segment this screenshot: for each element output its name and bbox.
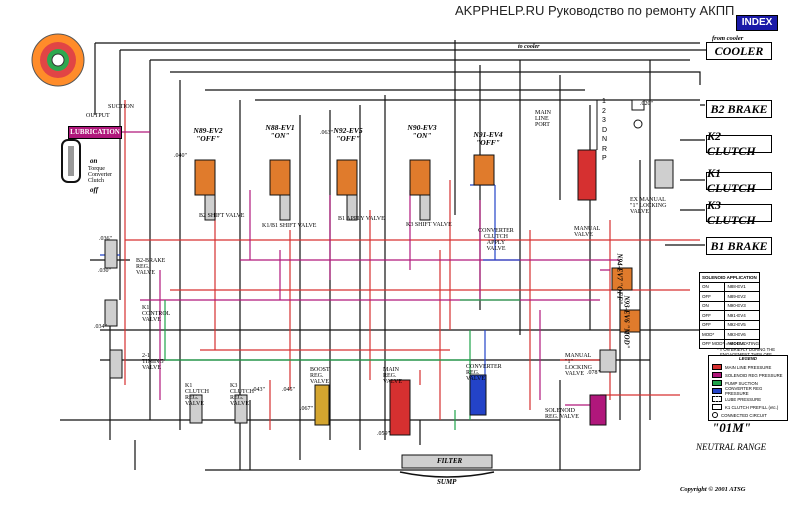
legend-swatch: [712, 396, 722, 402]
k3-shift-valve-label: K3 SHIFT VALVE: [406, 222, 452, 228]
legend-swatch: [712, 372, 722, 378]
legend-swatch: [712, 404, 722, 410]
legend-item: K1 CLUTCH PREFILL (etc.): [709, 403, 787, 411]
orifice-label: .030": [98, 268, 111, 274]
legend-item: LUBE PRESSURE: [709, 395, 787, 403]
b1-apply-valve-label: B1 APPLY VALVE: [338, 216, 385, 222]
tcc-label: Torque Converter Clutch: [88, 166, 112, 184]
solenoid-n92-title: N92-EV5"OFF": [333, 126, 363, 143]
manual-valve-label: MANUAL VALVE: [574, 226, 601, 238]
index-button[interactable]: INDEX: [736, 15, 778, 31]
orifice-label: .067": [300, 406, 313, 412]
orifice-label: .020": [640, 101, 653, 107]
main-line-port-label: MAIN LINE PORT: [535, 110, 551, 128]
main-reg-valve-label: MAIN REG. VALVE: [383, 367, 403, 385]
legend-item: SOLENOID REG PRESSURE: [709, 371, 787, 379]
tcc-off-label: off: [90, 186, 99, 194]
tcc-on-label: on: [90, 157, 98, 165]
legend-swatch: [712, 412, 718, 418]
solenoid-n88-title: N88-EV1"ON": [265, 123, 295, 140]
solenoid-n91-title: N91-EV4"OFF": [473, 130, 503, 147]
orifice-label: .034": [94, 324, 107, 330]
ex-manual-locking-label: EX MANUAL "1" LOCKING VALVE: [630, 197, 667, 215]
table-note-2: * = ON BRIEFLY DURING THE ENGAGEMENT THE…: [716, 347, 776, 357]
solenoid-n89-title: N89-EV2"OFF": [193, 126, 223, 143]
valve-spool-icons: [104, 159, 674, 436]
legend-item: CONNECTED CIRCUIT: [709, 411, 787, 419]
table-header: SOLENOID APPLICATION: [699, 272, 760, 283]
manual-locking-valve-label: MANUAL "1" LOCKING VALVE: [565, 353, 592, 377]
converter-reg-valve-label: CONVERTER REG. VALVE: [466, 364, 502, 382]
legend-swatch: [712, 388, 722, 394]
orifice-label: .043": [252, 387, 265, 393]
gear-selector-icon: [596, 99, 645, 150]
copyright: Copyright © 2001 ATSG: [680, 486, 746, 493]
output-label: OUTPUT: [86, 113, 110, 119]
legend-swatch: [712, 380, 722, 386]
b2-reg-valve-label: B2-BRAKE REG. VALVE: [136, 258, 166, 276]
from-cooler-label: from cooler: [712, 35, 744, 42]
k1-clutch-reg-label: K1 CLUTCH REG. VALVE: [185, 383, 209, 407]
legend-item: PUMP SUCTION: [709, 379, 787, 387]
solenoid-icons: [194, 149, 641, 333]
legend-item: MAIN LINE PRESSURE: [709, 363, 787, 371]
b1-brake-box: B1 BRAKE: [706, 237, 772, 255]
orifice-label: .063": [320, 130, 333, 136]
k1-clutch-box: K1 CLUTCH: [706, 166, 772, 195]
k2-clutch-box: K2 CLUTCH: [706, 129, 772, 158]
orifice-label: .078": [587, 370, 600, 376]
legend-item: CONVERTER REG PRESSURE: [709, 386, 787, 396]
solenoid-reg-valve-label: SOLENOID REG. VALVE: [545, 408, 579, 420]
sump-label: SUMP: [437, 478, 457, 486]
orifice-label: .059": [377, 431, 390, 437]
lubrication-badge: LUBRICATION: [68, 126, 122, 139]
b2-shift-valve-label: B2 SHIFT VALVE: [199, 213, 245, 219]
filter-label: FILTER: [437, 457, 463, 465]
to-cooler-label: to cooler: [518, 44, 540, 50]
torque-converter-icon: [61, 139, 81, 183]
legend: LEGEND MAIN LINE PRESSURE SOLENOID REG P…: [708, 355, 788, 421]
orifice-label: .040": [174, 153, 187, 159]
k3-clutch-box: K3 CLUTCH: [706, 198, 772, 227]
timing-valve-label: 2-1 TIMING VALVE: [142, 353, 164, 371]
converter-clutch-valve-label: CONVERTER CLUTCH APPLY VALVE: [478, 228, 514, 252]
k3-clutch-reg-label: K3 CLUTCH REG. VALVE: [230, 383, 254, 407]
filter-sump-icon: [399, 454, 495, 478]
orifice-label: .045": [282, 387, 295, 393]
solenoid-n93-title: N93-EV6 "MOD": [622, 295, 631, 349]
model-title: "01M": [712, 420, 751, 435]
legend-title: LEGEND: [739, 356, 757, 361]
solenoid-n90-title: N90-EV3"ON": [407, 123, 437, 140]
k1-control-valve-label: K1 CONTROL VALVE: [142, 305, 171, 323]
suction-label: SUCTION: [108, 104, 135, 110]
table-note-1: MOD* = MODULATING: [712, 341, 760, 346]
range-title: NEUTRAL RANGE: [696, 442, 767, 452]
k1b1-shift-valve-label: K1/B1 SHIFT VALVE: [262, 223, 317, 229]
cooler-box: COOLER: [706, 42, 772, 60]
b2-brake-box: B2 BRAKE: [706, 100, 772, 118]
orifice-label: .036": [99, 236, 112, 242]
gear-position-list: 1 2 3 D N R P: [602, 98, 608, 162]
legend-swatch: [712, 364, 722, 370]
site-title: AKPPHELP.RU Руководство по ремонту АКПП: [455, 3, 735, 18]
pump-gear-icon: [31, 33, 85, 87]
table-row: MOD*N93-EV6: [698, 329, 760, 340]
boost-valve-label: BOOST REG. VALVE: [310, 367, 330, 385]
